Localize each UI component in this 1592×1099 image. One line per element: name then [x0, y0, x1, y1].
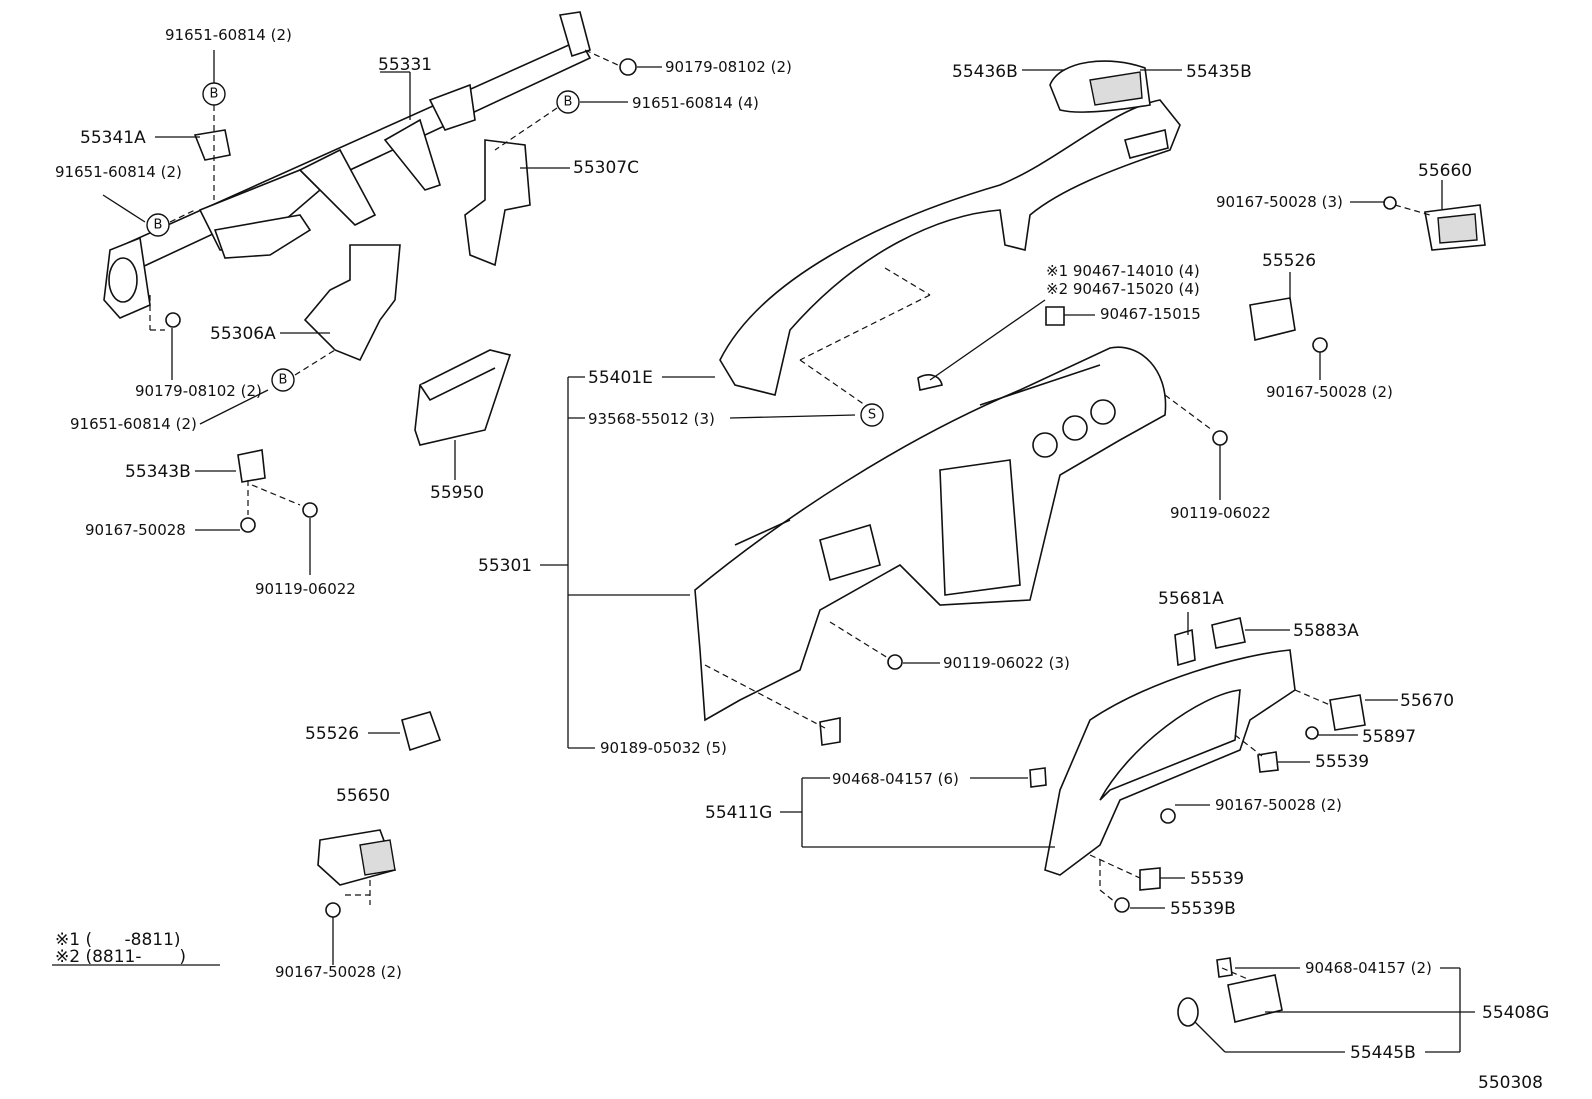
mark-b-4: B	[271, 368, 295, 392]
label-91651-60814-4: 91651-60814 (4)	[632, 94, 759, 112]
small-parts-drawing	[317, 204, 1486, 1027]
legend-line-1: ※1 ( -8811)	[55, 930, 181, 950]
legend: ※1 ( -8811) ※2 (8811- )	[55, 930, 186, 967]
legend-line-2: ※2 (8811- )	[55, 947, 186, 967]
reinforcement-bar-drawing	[103, 11, 592, 319]
diagram-number: 550308	[1478, 1073, 1543, 1093]
label-90119-06022-right: 90119-06022	[1170, 504, 1271, 522]
label-55539b: 55539B	[1170, 899, 1236, 919]
instrument-panel-55301-drawing	[694, 346, 1167, 722]
svg-text:B: B	[279, 373, 288, 388]
vent-55435b-drawing	[1049, 60, 1151, 113]
label-55331: 55331	[378, 55, 432, 75]
label-55526-left: 55526	[305, 724, 359, 744]
label-55307c: 55307C	[573, 158, 639, 178]
cluster-panel-55411g-drawing	[1044, 649, 1296, 876]
mark-b-1: B	[202, 82, 226, 106]
label-55343b: 55343B	[125, 462, 191, 482]
leader-lines	[52, 49, 1475, 1053]
label-90167-50028-2-mid: 90167-50028 (2)	[1215, 796, 1342, 814]
label-55341a: 55341A	[80, 128, 146, 148]
mark-s: S	[860, 403, 884, 427]
label-90167-50028-left: 90167-50028	[85, 521, 186, 539]
label-55950: 55950	[430, 483, 484, 503]
svg-text:S: S	[868, 408, 876, 423]
label-55408g: 55408G	[1482, 1003, 1549, 1023]
label-91651-60814-2-left: 91651-60814 (2)	[55, 163, 182, 181]
label-90179-08102-2-top: 90179-08102 (2)	[665, 58, 792, 76]
label-55301: 55301	[478, 556, 532, 576]
label-90119-06022-left: 90119-06022	[255, 580, 356, 598]
bracket-55306a-drawing	[303, 244, 401, 362]
label-90167-50028-2-bottom: 90167-50028 (2)	[275, 963, 402, 981]
svg-text:B: B	[564, 95, 573, 110]
label-90189-05032: 90189-05032 (5)	[600, 739, 727, 757]
label-55401e: 55401E	[588, 368, 653, 388]
label-90468-04157-2: 90468-04157 (2)	[1305, 959, 1432, 977]
label-55411g: 55411G	[705, 803, 772, 823]
label-55436b: 55436B	[952, 62, 1018, 82]
fasteners-drawing	[165, 58, 1397, 918]
label-90167-50028-3: 90167-50028 (3)	[1216, 193, 1343, 211]
mark-b-3: B	[146, 213, 170, 237]
label-55650: 55650	[336, 786, 390, 806]
label-55883a: 55883A	[1293, 621, 1359, 641]
mark-b-2: B	[556, 90, 580, 114]
svg-text:B: B	[154, 218, 163, 233]
label-55539-a: 55539	[1315, 752, 1369, 772]
label-91651-60814-2-top: 91651-60814 (2)	[165, 26, 292, 44]
label-90119-06022-3: 90119-06022 (3)	[943, 654, 1070, 672]
bracket-55343b-drawing	[237, 449, 266, 483]
label-55660: 55660	[1418, 161, 1472, 181]
label-55435b: 55435B	[1186, 62, 1252, 82]
label-55306a: 55306A	[210, 324, 276, 344]
label-55897: 55897	[1362, 727, 1416, 747]
label-90167-50028-2-right: 90167-50028 (2)	[1266, 383, 1393, 401]
bracket-55307c-drawing	[464, 139, 531, 267]
part-labels: 91651-60814 (2) 55331 90179-08102 (2) 55…	[55, 26, 1549, 1093]
label-91651-60814-2-low: 91651-60814 (2)	[70, 415, 197, 433]
label-90179-08102-2-left: 90179-08102 (2)	[135, 382, 262, 400]
label-90467-14010: ※1 90467-14010 (4)	[1046, 262, 1200, 280]
label-90467-15015: 90467-15015	[1100, 305, 1201, 323]
circled-marks: B B B B S	[146, 82, 884, 427]
label-55539-b: 55539	[1190, 869, 1244, 889]
label-55526-right: 55526	[1262, 251, 1316, 271]
label-55445b: 55445B	[1350, 1043, 1416, 1063]
label-90468-04157-6: 90468-04157 (6)	[832, 770, 959, 788]
label-90467-15020: ※2 90467-15020 (4)	[1046, 280, 1200, 298]
upper-pad-55401e-drawing	[719, 99, 1181, 396]
label-93568-55012: 93568-55012 (3)	[588, 410, 715, 428]
svg-text:B: B	[210, 87, 219, 102]
label-55681a: 55681A	[1158, 589, 1224, 609]
label-55670: 55670	[1400, 691, 1454, 711]
duct-55950-drawing	[414, 349, 512, 446]
